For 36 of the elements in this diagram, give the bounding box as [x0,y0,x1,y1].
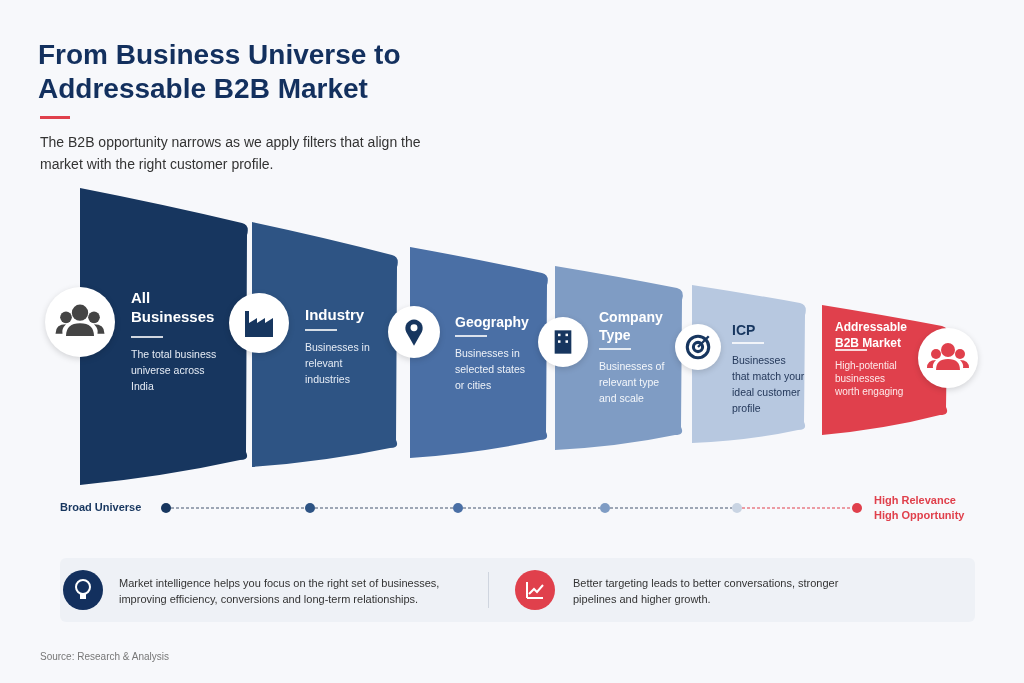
dashed-connector [314,507,454,509]
source-note: Source: Research & Analysis [40,651,170,662]
stage-description: Businesses that match your ideal customer profile [732,353,806,416]
timeline-dot [600,503,610,513]
stage-heading: ICP [732,321,757,339]
timeline-dot [305,503,315,513]
timeline-dot [732,503,742,513]
dashed-connector [741,507,853,509]
timeline-label: Broad Universe [60,501,142,513]
funnel-stage-panel [410,247,550,458]
stage-description: Businesses in relevant industries [305,340,371,387]
stage-heading: Industry [305,305,366,324]
funnel-stage-panel [80,188,250,485]
stage-heading: Company Type [599,308,664,344]
dashed-connector [462,507,601,509]
dashed-connector [170,507,306,509]
stage-description: The total business universe across India [131,347,218,394]
subtitle-text: The B2B opportunity narrows as we apply filters that align the market with the right customer profile. [40,133,422,174]
stage-description: High-potential businesses worth engaging [835,359,905,398]
timeline-label: High Opportunity [874,509,965,521]
funnel-stage-panel [252,222,400,467]
stage-description: Businesses of relevant type and scale [599,359,666,406]
stage-description: Businesses in selected states or cities [455,346,527,393]
timeline-dot [852,503,862,513]
stage-heading: Geography [455,313,530,331]
note-text: Better targeting leads to better conversations, stronger pipelines and higher growth. [573,576,840,607]
note-text: Market intelligence helps you focus on the right set of businesses, improving efficiency, conversions and long-term relationships. [119,576,441,607]
funnel-stage-panel [692,285,808,443]
timeline-dot [161,503,171,513]
timeline-dot [453,503,463,513]
stage-heading: Addressable B2B Market [835,319,909,351]
funnel-stage-panel [555,266,685,450]
dashed-connector [609,507,733,509]
timeline-label: High Relevance [874,494,956,506]
title-heading: From Business Universe to Addressable B2B Market [38,38,402,106]
stage-heading: All Businesses [131,288,216,326]
